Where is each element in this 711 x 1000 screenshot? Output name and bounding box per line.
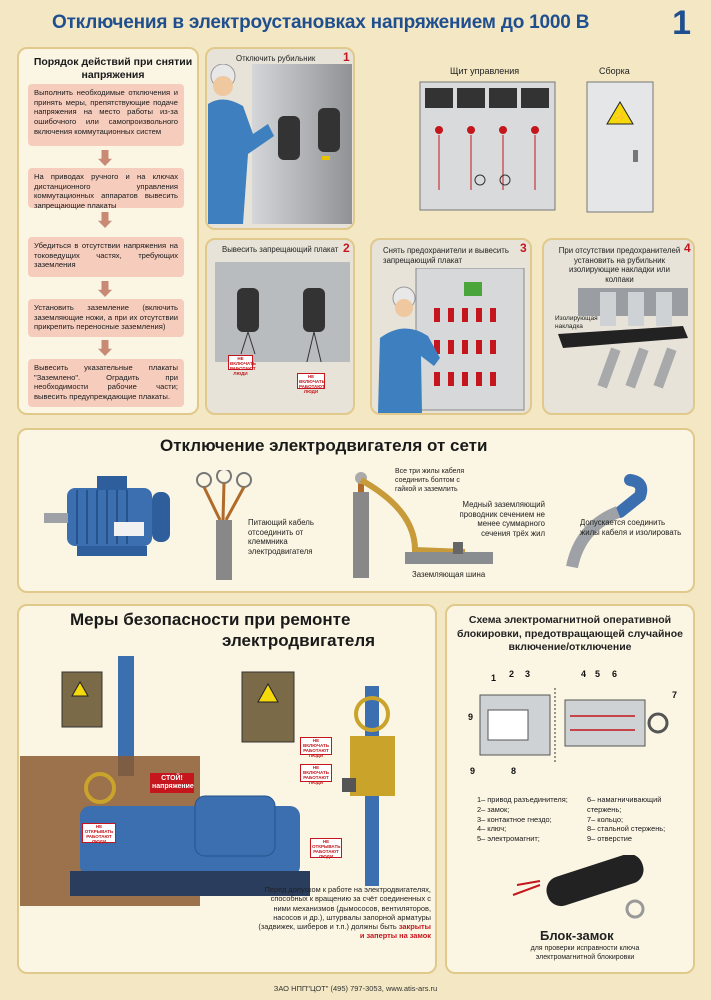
cable-disconnect-label: Питающий кабель отсоединить от клеммника…	[248, 518, 314, 557]
step1-number: 1	[343, 50, 350, 64]
step1-caption: Отключить рубильник	[236, 54, 316, 63]
arrow-down-icon	[98, 150, 112, 166]
repair-note: Перед допуском к работе на электродвигат…	[256, 885, 431, 941]
procedure-step-5: Вывесить указательные плакаты "Заземлено…	[28, 359, 184, 407]
arrow-down-icon	[98, 212, 112, 228]
repair-note-emphasis: закрыты и заперты на замок	[359, 922, 431, 941]
control-board-label: Щит управления	[450, 66, 520, 76]
cable-join-label: Все три жилы кабеля соединить болтом с г…	[395, 468, 465, 493]
repair-title-line2: электродвигателя	[222, 631, 376, 650]
interlock-scheme	[479, 688, 669, 762]
legend-item: 4– ключ;	[477, 824, 507, 834]
step3-number: 3	[520, 241, 527, 255]
cable-ends-illustration	[196, 470, 252, 580]
assembly-illustration: ⚡	[586, 81, 654, 213]
procedure-step-4: Установить заземление (включить заземляю…	[28, 299, 184, 337]
interlock-callout-6: 6	[612, 669, 618, 679]
procedure-title: Порядок действий при снятии напряжения	[33, 56, 193, 81]
repair-title-line1: Меры безопасности при ремонте	[70, 610, 351, 629]
grounding-bus-label: Заземляющая шина	[412, 570, 486, 579]
legend-item: 8– стальной стержень;	[587, 824, 666, 834]
step3-caption: Снять предохранители и вывесить запрещаю…	[383, 246, 509, 265]
interlock-callout-1: 1	[491, 673, 497, 683]
interlock-callout-3: 3	[525, 669, 531, 679]
block-lock-caption: для проверки исправности ключа электрома…	[530, 945, 640, 961]
step2-number: 2	[343, 241, 350, 255]
repair-note-text: Перед допуском к работе на электродвигат…	[258, 885, 431, 931]
insulating-pads-illustration	[558, 288, 688, 389]
svg-text:⚡: ⚡	[613, 110, 628, 124]
interlock-callout-9b: 9	[470, 766, 476, 776]
insulate-option-label: Допускается соединить жилы кабеля и изол…	[580, 518, 682, 537]
step4-caption: При отсутствии предохранителей установит…	[558, 246, 681, 285]
switch-illustration	[208, 64, 352, 224]
block-lock-title: Блок-замок	[540, 928, 614, 943]
warning-plate: НЕ ВКЛЮЧАТЬ РАБОТАЮТ ЛЮДИ	[228, 355, 256, 376]
control-board-illustration	[419, 81, 556, 211]
copper-conductor-label: Медный заземляющий проводник сечением не…	[459, 500, 545, 539]
step4-panel	[542, 238, 695, 415]
motor-disconnect-title: Отключение электродвигателя от сети	[160, 436, 488, 455]
fuse-cabinet-illustration	[378, 268, 525, 413]
interlock-legend-right: 6– намагничивающий стержень; 7– кольцо; …	[587, 795, 692, 844]
do-not-open-plate: НЕ ОТКРЫВАТЬ РАБОТАЮТ ЛЮДИ	[310, 838, 342, 859]
interlock-legend-left: 1– привод разъединителя; 2– замок; 3– ко…	[477, 795, 568, 844]
interlock-title: Схема электромагнитной оперативной блоки…	[456, 614, 684, 654]
footer-text: ЗАО НПП"ЦОТ" (495) 797-3053, www.atis-ar…	[273, 984, 438, 993]
legend-item: 5– электромагнит;	[477, 834, 540, 844]
motor-illustration	[44, 476, 170, 556]
grounding-illustration	[353, 472, 493, 578]
arrow-down-icon	[98, 340, 112, 356]
interlock-callout-8: 8	[511, 766, 517, 776]
procedure-step-3: Убедиться в отсутствии напряжения на ток…	[28, 237, 184, 277]
arrow-down-icon	[98, 281, 112, 297]
warning-plate: НЕ ВКЛЮЧАТЬ РАБОТАЮТ ЛЮДИ	[300, 737, 332, 758]
legend-item: 6– намагничивающий стержень;	[587, 795, 662, 814]
procedure-step-1: Выполнить необходимые отключения и приня…	[28, 84, 184, 146]
step2-caption: Вывесить запрещающий плакат	[222, 245, 339, 254]
insulating-pad-label: Изолирующая накладка	[555, 315, 598, 331]
procedure-step-2: На приводах ручного и на ключах дистанци…	[28, 168, 184, 210]
legend-item: 2– замок;	[477, 804, 510, 814]
legend-item: 9– отверстие	[587, 834, 632, 844]
pump-illustration	[20, 656, 395, 906]
switches-with-plates-illustration	[215, 262, 350, 362]
warning-plate: НЕ ВКЛЮЧАТЬ РАБОТАЮТ ЛЮДИ	[297, 373, 325, 394]
stop-voltage-plate: СТОЙ! напряжение	[150, 773, 194, 793]
interlock-callout-7: 7	[672, 690, 678, 700]
interlock-callout-9: 9	[468, 712, 474, 722]
legend-item: 3– контактное гнездо;	[477, 814, 552, 824]
insulated-cable-illustration	[566, 474, 648, 569]
do-not-open-plate: НЕ ОТКРЫВАТЬ РАБОТАЮТ ЛЮДИ	[82, 823, 116, 844]
page-title: Отключения в электроустановках напряжени…	[52, 12, 590, 33]
interlock-panel	[445, 604, 695, 974]
assembly-label: Сборка	[599, 66, 630, 76]
legend-item: 1– привод разъединителя;	[477, 795, 568, 804]
step4-number: 4	[684, 241, 691, 255]
interlock-callout-2: 2	[509, 669, 515, 679]
interlock-callout-5: 5	[595, 669, 601, 679]
block-lock-illustration	[512, 855, 645, 919]
interlock-callout-4: 4	[581, 669, 587, 679]
warning-plate: НЕ ВКЛЮЧАТЬ РАБОТАЮТ ЛЮДИ	[300, 764, 332, 785]
page-number: 1	[672, 4, 691, 42]
legend-item: 7– кольцо;	[587, 814, 624, 824]
